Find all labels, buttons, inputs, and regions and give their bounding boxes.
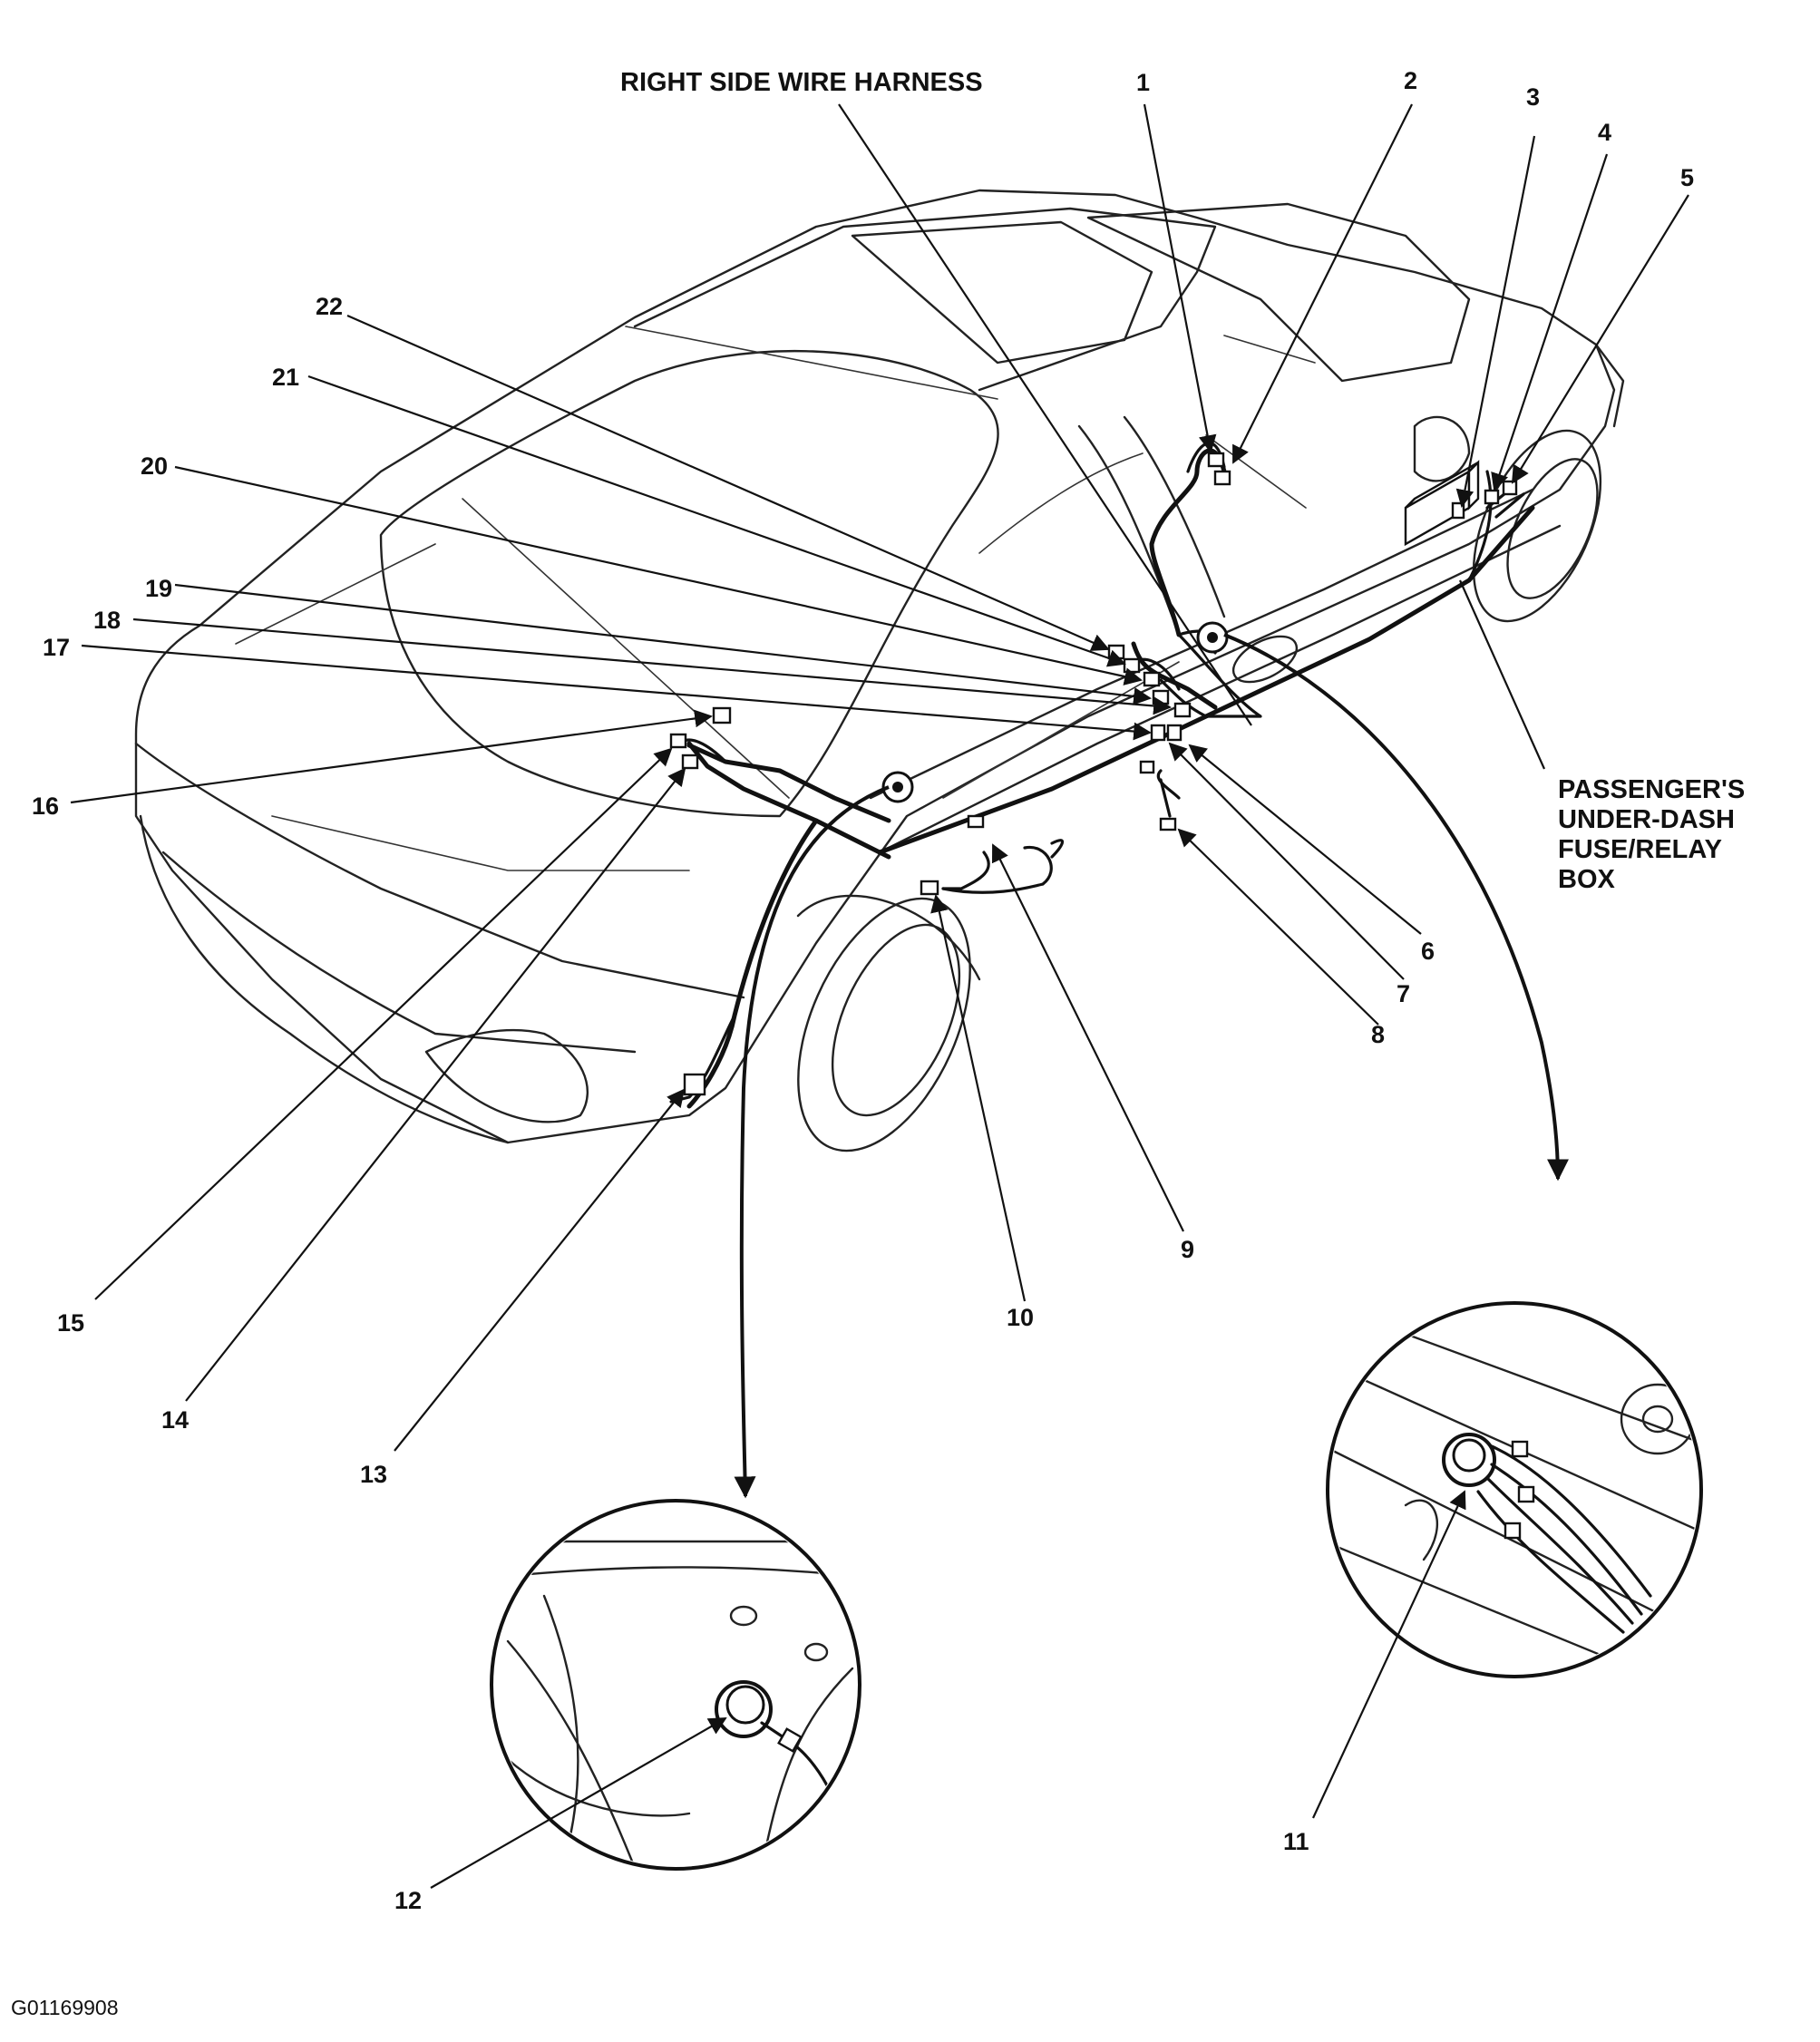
ground-bolts xyxy=(881,621,1229,803)
fuse-relay-box xyxy=(1404,460,1480,547)
callout-3: 3 xyxy=(1526,83,1540,111)
callout-22: 22 xyxy=(316,293,343,320)
detail-circle-12 xyxy=(490,1499,861,1871)
callout-21: 21 xyxy=(272,364,299,391)
callout-12: 12 xyxy=(394,1887,422,1914)
callout-5: 5 xyxy=(1680,164,1694,191)
fuse-box-label-line-4: BOX xyxy=(1558,865,1616,894)
detail-circle-11 xyxy=(1326,1301,1703,1678)
detail-arrows xyxy=(734,633,1569,1499)
callout-7: 7 xyxy=(1397,980,1410,1007)
callout-10: 10 xyxy=(1007,1304,1034,1331)
leader-lines xyxy=(70,103,1689,1889)
callout-4: 4 xyxy=(1598,119,1611,146)
callout-14: 14 xyxy=(161,1406,189,1434)
callout-13: 13 xyxy=(360,1461,387,1488)
fuse-box-label-line-2: UNDER-DASH xyxy=(1558,805,1735,834)
figure-id: G01169908 xyxy=(11,1996,119,2019)
fuse-box-label: PASSENGER'S UNDER-DASH FUSE/RELAY BOX xyxy=(1558,775,1745,894)
callout-1: 1 xyxy=(1136,69,1150,96)
callout-20: 20 xyxy=(141,452,168,480)
callout-17: 17 xyxy=(43,634,70,661)
callout-18: 18 xyxy=(93,607,121,634)
title: RIGHT SIDE WIRE HARNESS xyxy=(620,68,983,97)
callout-15: 15 xyxy=(57,1309,84,1337)
callout-11: 11 xyxy=(1283,1828,1309,1855)
fuse-box-label-line-3: FUSE/RELAY xyxy=(1558,835,1722,864)
callout-16: 16 xyxy=(32,792,59,820)
callout-9: 9 xyxy=(1181,1236,1194,1263)
callout-19: 19 xyxy=(145,575,172,602)
fuse-box-label-line-1: PASSENGER'S xyxy=(1558,775,1745,804)
callout-2: 2 xyxy=(1404,67,1417,94)
callout-numbers: 1 2 3 4 5 6 7 8 9 10 11 12 13 14 15 16 1… xyxy=(32,67,1694,1914)
callout-6: 6 xyxy=(1421,938,1435,965)
callout-8: 8 xyxy=(1371,1021,1385,1048)
